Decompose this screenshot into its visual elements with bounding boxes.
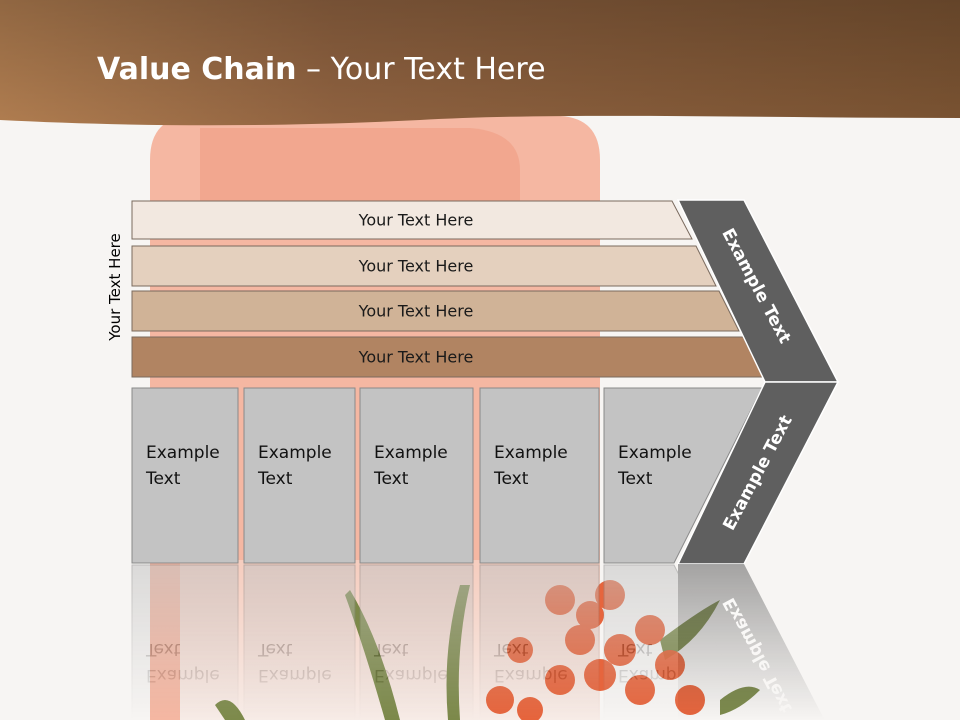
- chevron-arrow: Example Text Example Text: [676, 199, 840, 565]
- column-shape: [479, 387, 600, 564]
- column-label-line2: Text: [257, 639, 293, 659]
- column-label-line2: Text: [493, 639, 529, 659]
- column-label-line1: Example: [374, 665, 448, 685]
- column-label-line1: Example: [618, 665, 692, 685]
- row-label: Your Text Here: [358, 257, 474, 276]
- reflection: ExampleTextExampleTextExampleTextExample…: [131, 564, 825, 720]
- column-label-line2: Text: [373, 639, 409, 659]
- column-label-line1: Example: [494, 665, 568, 685]
- column-shape: [359, 564, 474, 720]
- row-4: Your Text Here: [131, 336, 764, 378]
- reflected-column-2: Example Text: [243, 564, 356, 720]
- column-label-line1: Example: [258, 665, 332, 685]
- column-shape: [243, 564, 356, 720]
- column-label-line2: Text: [257, 469, 293, 489]
- row-label: Your Text Here: [358, 348, 474, 367]
- row-label: Your Text Here: [358, 211, 474, 230]
- column-label-line1: Example: [618, 443, 692, 463]
- column-shape: [131, 564, 239, 720]
- column-label-line1: Example: [258, 443, 332, 463]
- reflected-chevron-bottom: [678, 564, 825, 720]
- column-label-line1: Example: [146, 665, 220, 685]
- row-2: Your Text Here: [131, 245, 717, 287]
- column-label-line2: Text: [617, 639, 653, 659]
- column-label-line1: Example: [374, 443, 448, 463]
- column-shape: [603, 387, 763, 564]
- column-shape: [359, 387, 474, 564]
- row-1: Your Text Here: [131, 200, 693, 240]
- column-label-line1: Example: [494, 443, 568, 463]
- column-label-line1: Example: [146, 443, 220, 463]
- column-shape: [131, 387, 239, 564]
- column-label-line2: Text: [617, 469, 653, 489]
- row-shape: [131, 290, 740, 332]
- column-shape: [479, 564, 600, 720]
- title-rest: – Your Text Here: [296, 52, 546, 87]
- row-3: Your Text Here: [131, 290, 740, 332]
- side-label-text: Your Text Here: [106, 233, 124, 341]
- reflected-column-4: Example Text: [479, 564, 600, 720]
- reflected-column-1: Example Text: [131, 564, 239, 720]
- header-band: [0, 0, 960, 126]
- row-shape: [131, 200, 693, 240]
- row-label: Your Text Here: [358, 302, 474, 321]
- column-label-line2: Text: [145, 469, 181, 489]
- row-shape: [131, 245, 717, 287]
- title-bold: Value Chain: [97, 52, 297, 87]
- column-shape: [243, 387, 356, 564]
- column-label-line2: Text: [493, 469, 529, 489]
- page-title: Value Chain – Your Text Here: [97, 52, 546, 87]
- columns-group: ExampleTextExampleTextExampleTextExample…: [131, 387, 763, 564]
- column-label-line2: Text: [373, 469, 409, 489]
- reflected-column-3: Example Text: [359, 564, 474, 720]
- column-label-line2: Text: [145, 639, 181, 659]
